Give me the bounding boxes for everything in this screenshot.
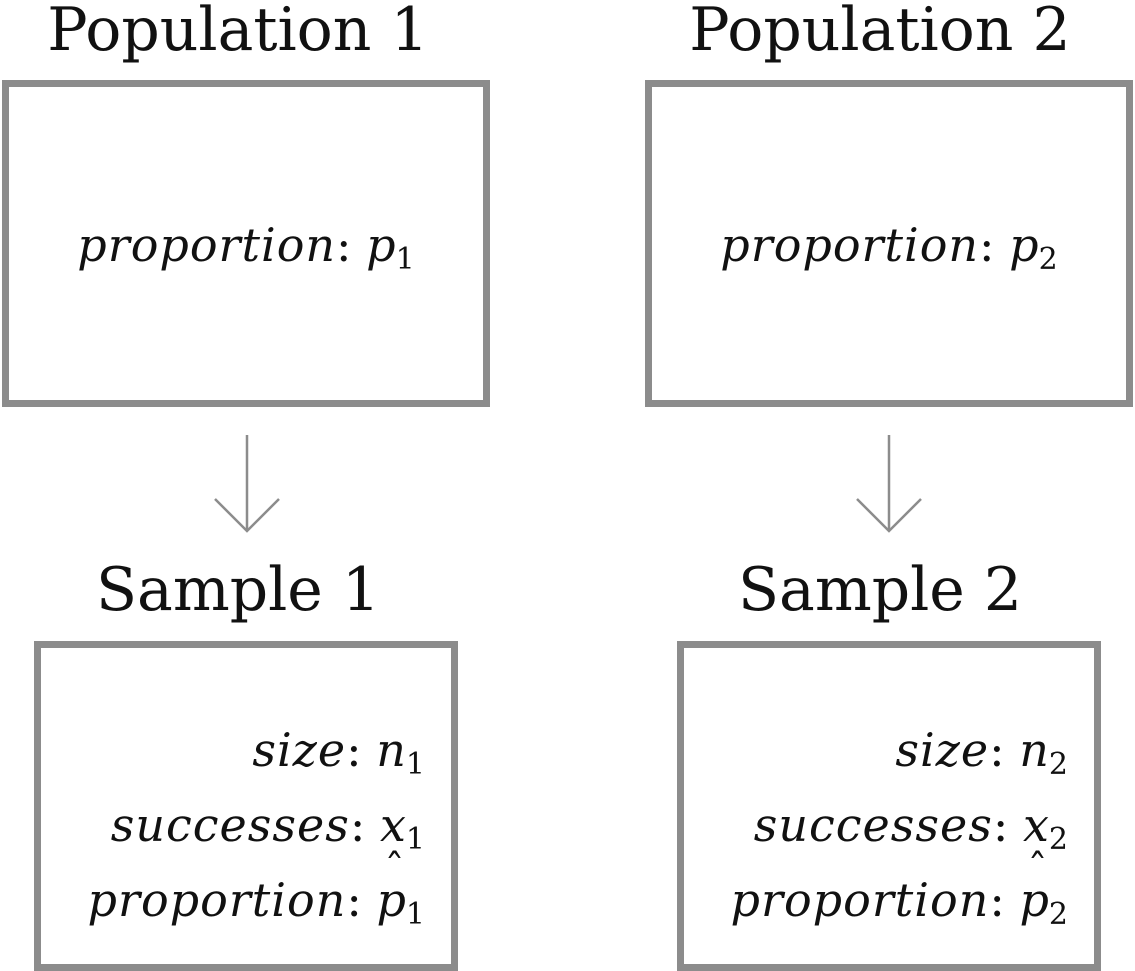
proportion-label: proportion: [730, 873, 990, 927]
proportion-subscript: 1: [405, 897, 425, 932]
size-subscript: 2: [1048, 747, 1068, 782]
sample-1-size: size: n1: [252, 723, 425, 782]
sample-2-title: Sample 2: [737, 555, 1023, 625]
sample-2-box: size: n2 successes: x2 proportion: p2: [677, 641, 1101, 971]
size-variable: n: [376, 723, 406, 777]
population-1-proportion: proportion: p1: [77, 218, 415, 277]
size-variable: n: [1019, 723, 1049, 777]
proportion-subscript: 1: [395, 242, 415, 277]
down-arrow-icon: [856, 435, 922, 533]
sample-1-stats: size: n1 successes: x1 proportion: p1: [88, 716, 425, 941]
sample-2-successes: successes: x2: [753, 798, 1068, 857]
successes-label: successes: [753, 798, 993, 852]
sample-1-successes: successes: x1: [110, 798, 425, 857]
sample-1-proportion: proportion: p1: [87, 836, 425, 941]
sample-2-stats: size: n2 successes: x2 proportion: p2: [731, 716, 1068, 941]
proportion-subscript: 2: [1038, 242, 1058, 277]
population-2-title: Population 2: [689, 0, 1071, 65]
successes-subscript: 2: [1048, 822, 1068, 857]
proportion-hat-variable: p: [1019, 836, 1048, 934]
sample-1-box: size: n1 successes: x1 proportion: p1: [34, 641, 458, 971]
sample-2-size: size: n2: [895, 723, 1068, 782]
sample-1-title: Sample 1: [95, 555, 381, 625]
successes-subscript: 1: [405, 822, 425, 857]
proportion-hat-variable: p: [376, 836, 405, 934]
population-2-box: proportion: p2: [645, 80, 1133, 407]
proportion-label: proportion: [77, 218, 337, 272]
population-2-proportion: proportion: p2: [720, 218, 1058, 277]
size-subscript: 1: [405, 747, 425, 782]
population-1-title: Population 1: [47, 0, 429, 65]
proportion-variable: p: [366, 218, 396, 272]
proportion-label: proportion: [87, 873, 347, 927]
proportion-label: proportion: [720, 218, 980, 272]
successes-label: successes: [110, 798, 350, 852]
population-1-box: proportion: p1: [2, 80, 490, 407]
size-label: size: [252, 723, 347, 777]
down-arrow-icon: [214, 435, 280, 533]
size-label: size: [895, 723, 990, 777]
sample-2-proportion: proportion: p2: [730, 836, 1068, 941]
proportion-subscript: 2: [1048, 897, 1068, 932]
proportion-variable: p: [1009, 218, 1039, 272]
